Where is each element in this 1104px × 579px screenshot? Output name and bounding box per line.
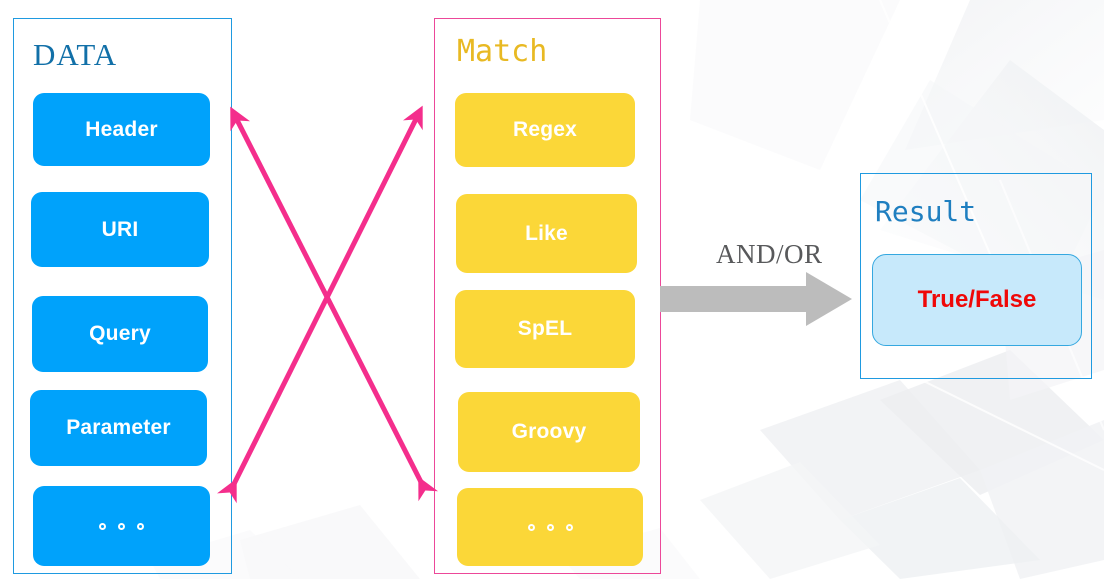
ellipsis-icon (527, 523, 573, 531)
panel-data-title: DATA (33, 37, 118, 72)
data-item-query[interactable]: Query (32, 296, 208, 372)
match-item-label: Like (525, 221, 568, 245)
match-item-more[interactable] (457, 488, 643, 566)
data-item-header[interactable]: Header (33, 93, 210, 166)
match-item-like[interactable]: Like (456, 194, 637, 273)
data-item-label: Header (85, 117, 158, 141)
flow-arrow-label: AND/OR (716, 239, 823, 269)
flow-arrow-icon (660, 272, 852, 326)
match-item-spel[interactable]: SpEL (455, 290, 635, 368)
ellipsis-icon (99, 522, 144, 530)
panel-result: Result True/False (860, 173, 1092, 379)
match-item-label: SpEL (517, 317, 573, 340)
result-value-text: True/False (917, 286, 1037, 313)
result-value-box[interactable]: True/False (872, 254, 1082, 346)
match-item-groovy[interactable]: Groovy (458, 392, 640, 472)
match-item-label: Regex (512, 118, 578, 141)
cross-arrow-b (217, 105, 423, 504)
data-item-parameter[interactable]: Parameter (30, 390, 207, 466)
match-item-label: Groovy (511, 420, 587, 443)
data-item-label: URI (101, 217, 139, 241)
data-item-label: Query (89, 322, 151, 345)
cross-arrow-a (230, 106, 439, 502)
data-item-more[interactable] (33, 486, 210, 566)
data-item-uri[interactable]: URI (31, 192, 209, 267)
panel-result-title: Result (875, 195, 977, 228)
match-item-regex[interactable]: Regex (455, 93, 635, 167)
panel-match-title: Match (457, 34, 548, 69)
data-item-label: Parameter (66, 416, 171, 439)
